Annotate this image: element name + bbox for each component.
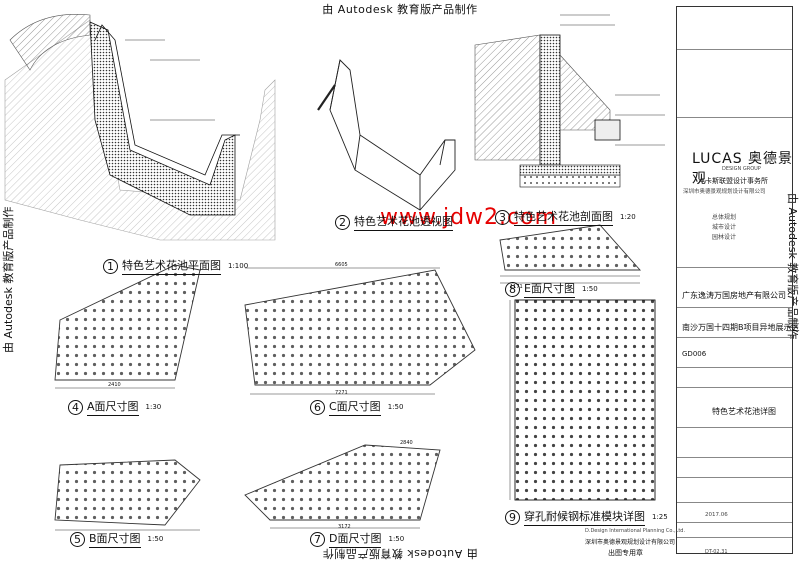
- company-logo: LUCAS 奥德景观: [692, 151, 794, 187]
- firm-footer-cn: 深圳市奥德景观规划设计有限公司: [585, 539, 676, 546]
- dim-c-width: 7271: [335, 390, 348, 396]
- client-name: 广东逸涛万国房地产有限公司: [682, 291, 786, 300]
- drawing-number: GD006: [682, 350, 707, 358]
- caption-scale: 1:25: [652, 513, 668, 521]
- a-face-drawing: [54, 264, 201, 389]
- section-drawing: [474, 14, 665, 188]
- dim-d-top: 2840: [400, 440, 413, 446]
- caption-number: 5: [70, 531, 85, 547]
- caption-number: 1: [103, 258, 118, 274]
- firm-name-2: 深圳市奥德景观规划设计有限公司: [683, 189, 766, 195]
- caption-plan: 1 特色艺术花池平面图 1:100: [103, 257, 248, 275]
- caption-c-face: 6 C面尺寸图 1:50: [310, 398, 403, 416]
- project-name: 南沙万国十四期B项目异地展示区: [682, 323, 800, 332]
- caption-b-face: 5 B面尺寸图 1:50: [70, 530, 163, 548]
- caption-title: C面尺寸图: [329, 398, 381, 416]
- caption-number: 9: [505, 509, 520, 525]
- caption-title: B面尺寸图: [89, 530, 141, 548]
- dim-a-width: 2410: [108, 382, 121, 388]
- service-3: 园林设计: [712, 234, 737, 241]
- caption-d-face: 7 D面尺寸图 1:50: [310, 530, 404, 548]
- watermark-top: 由 Autodesk 教育版产品制作: [322, 3, 478, 16]
- firm-name: 卢卡斯联盟设计事务所: [698, 177, 768, 185]
- title-block: [676, 6, 793, 554]
- sheet-number: DT-02.31: [705, 549, 728, 555]
- caption-scale: 1:50: [388, 535, 405, 543]
- caption-title: 特色艺术花池透视图: [354, 213, 453, 231]
- caption-scale: 1:100: [228, 262, 249, 270]
- caption-scale: 1:20: [620, 213, 636, 221]
- module-drawing: [509, 299, 656, 501]
- plan-drawing: [4, 14, 276, 241]
- caption-title: E面尺寸图: [524, 280, 575, 298]
- firm-english: D.Design International Planning Co.,Ltd.: [585, 528, 686, 534]
- d-face-drawing: [244, 444, 441, 529]
- stamp-label: 出图专用章: [608, 549, 643, 557]
- perspective-drawing: [317, 59, 456, 211]
- caption-number: 3: [495, 209, 510, 225]
- caption-scale: 1:50: [581, 285, 598, 293]
- service-1: 总体规划: [712, 214, 737, 221]
- logo-subtitle: DESIGN GROUP: [722, 166, 761, 172]
- caption-scale: 1:50: [387, 403, 404, 411]
- drawing-date: 2017.06: [705, 512, 728, 518]
- caption-scale: 1:30: [145, 403, 162, 411]
- caption-title: A面尺寸图: [87, 398, 139, 416]
- dim-c-top: 6605: [335, 262, 348, 268]
- b-face-drawing: [54, 459, 201, 531]
- e-face-drawing: [499, 224, 642, 284]
- caption-perspective: 2 特色艺术花池透视图: [335, 213, 453, 231]
- caption-title: 穿孔耐候钢标准模块详图: [524, 508, 645, 526]
- dim-d-width: 3172: [338, 524, 351, 530]
- caption-number: 8: [505, 281, 520, 297]
- caption-e-face: 8 E面尺寸图 1:50: [505, 280, 598, 298]
- caption-title: 特色艺术花池平面图: [122, 257, 221, 275]
- caption-number: 4: [68, 399, 83, 415]
- caption-number: 6: [310, 399, 325, 415]
- caption-title: D面尺寸图: [329, 530, 382, 548]
- drawing-title: 特色艺术花池详图: [712, 407, 776, 416]
- caption-scale: 1:50: [147, 535, 164, 543]
- caption-section: 3 特色艺术花池剖面图 1:20: [495, 208, 636, 226]
- dim-e-width: 1171: [510, 284, 523, 290]
- c-face-drawing: [244, 267, 476, 395]
- caption-number: 7: [310, 531, 325, 547]
- caption-number: 2: [335, 214, 350, 230]
- caption-module: 9 穿孔耐候钢标准模块详图 1:25: [505, 508, 668, 526]
- service-2: 城市设计: [712, 224, 737, 231]
- caption-a-face: 4 A面尺寸图 1:30: [68, 398, 161, 416]
- caption-title: 特色艺术花池剖面图: [514, 208, 613, 226]
